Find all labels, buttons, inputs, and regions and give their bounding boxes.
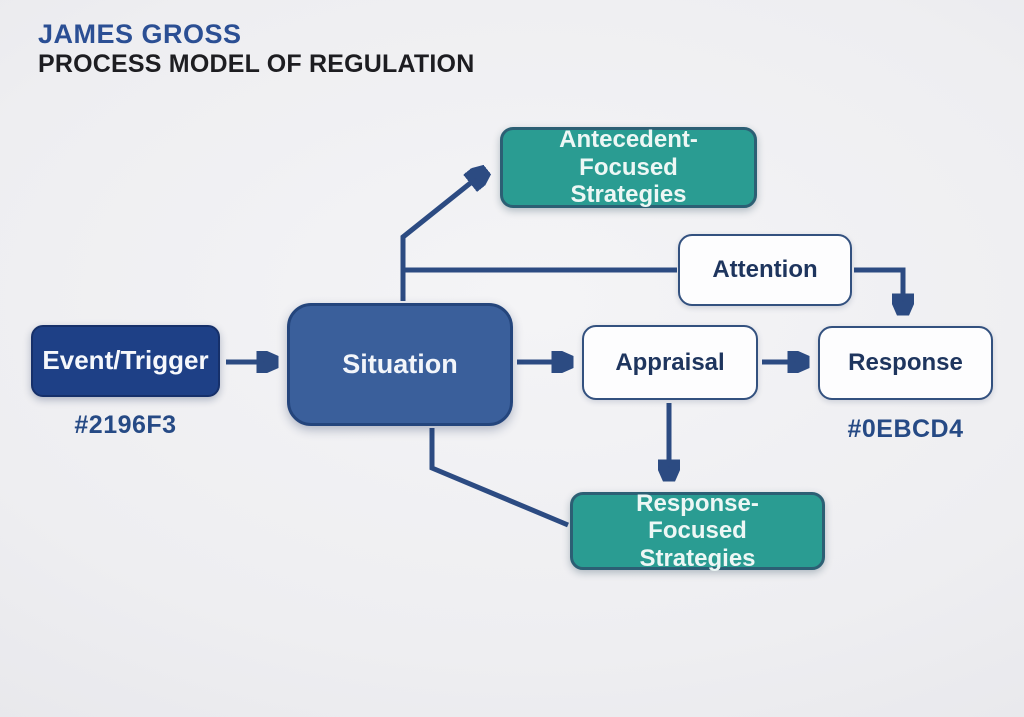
node-response: Response (818, 326, 993, 400)
node-situation-label: Situation (342, 348, 458, 379)
node-response-focused-label: Response-Focused Strategies (636, 489, 759, 572)
node-antecedent-focused-strategies: Antecedent-Focused Strategies (500, 126, 757, 209)
connector-attention-to-response (854, 267, 903, 310)
connector-situation-to-antecedent (400, 173, 483, 301)
hex-caption-response: #0EBCD4 (847, 415, 964, 443)
diagram-title: PROCESS MODEL OF REGULATION (38, 50, 475, 79)
node-appraisal: Appraisal (582, 325, 758, 400)
node-attention-label: Attention (712, 256, 818, 284)
hex-caption-event-trigger: #2196F3 (74, 411, 177, 439)
node-attention: Attention (678, 234, 852, 306)
node-response-label: Response (848, 349, 963, 377)
node-event-trigger: Event/Trigger (31, 325, 220, 397)
node-appraisal-label: Appraisal (615, 348, 725, 376)
connector-situation-to-response-focused (429, 428, 569, 528)
node-event-trigger-label: Event/Trigger (42, 345, 209, 376)
node-situation: Situation (287, 303, 513, 426)
author-title: JAMES GROSS (38, 19, 242, 49)
node-antecedent-label: Antecedent-Focused Strategies (559, 126, 698, 209)
node-response-focused-strategies: Response-Focused Strategies (570, 489, 825, 572)
diagram-header: JAMES GROSS PROCESS MODEL OF REGULATION (38, 20, 474, 79)
